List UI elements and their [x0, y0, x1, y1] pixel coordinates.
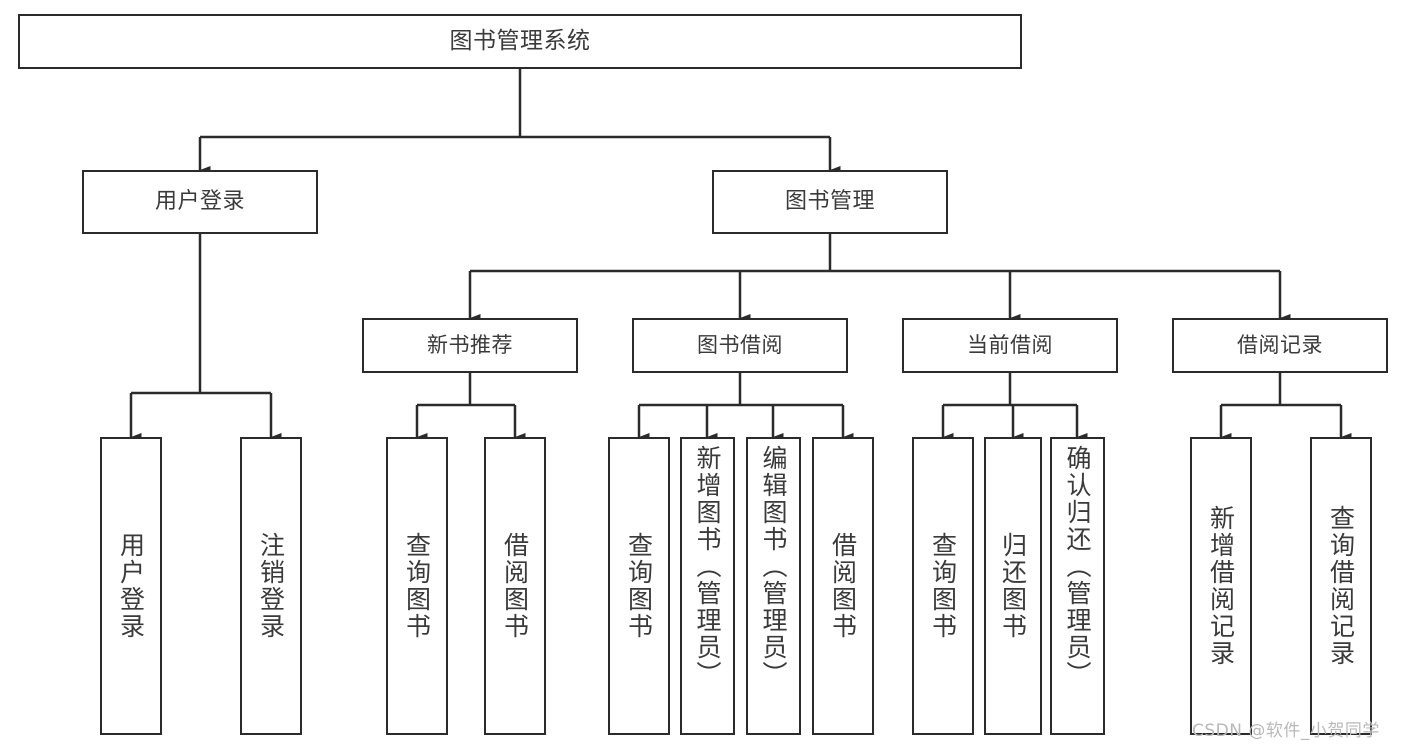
node-user-login[interactable]: 用户登录: [82, 170, 318, 234]
leaf-node-leaf-return-book[interactable]: 归还图书: [984, 437, 1042, 735]
node-label: 借阅记录: [1237, 332, 1323, 357]
node-label: 查询图书: [402, 532, 432, 640]
node-label: 图书借阅: [697, 332, 783, 357]
leaf-node-leaf-query-record[interactable]: 查询借阅记录: [1310, 437, 1372, 735]
node-label: 新增借阅记录: [1206, 505, 1236, 667]
node-label: 图书管理系统: [449, 27, 591, 54]
node-label: 查询图书: [624, 532, 654, 640]
node-label: 图书管理: [784, 188, 875, 214]
node-label: 用户登录: [154, 188, 245, 214]
leaf-node-leaf-confirm-return[interactable]: 确认归还（管理员）: [1050, 437, 1105, 735]
leaf-node-leaf-borrow-book-1[interactable]: 借阅图书: [484, 437, 546, 735]
node-borrow-record[interactable]: 借阅记录: [1172, 318, 1388, 373]
leaf-node-leaf-query-book-2[interactable]: 查询图书: [608, 437, 670, 735]
node-label: 当前借阅: [967, 332, 1053, 357]
node-label: 新书推荐: [427, 332, 513, 357]
leaf-node-leaf-borrow-book-2[interactable]: 借阅图书: [812, 437, 874, 735]
leaf-node-leaf-add-record[interactable]: 新增借阅记录: [1190, 437, 1252, 735]
node-label: 用户登录: [116, 532, 146, 640]
leaf-node-leaf-user-login[interactable]: 用户登录: [100, 437, 162, 735]
node-label: 查询图书: [928, 532, 958, 640]
node-label: 归还图书: [998, 532, 1028, 640]
node-label: 查询借阅记录: [1326, 505, 1356, 667]
node-new-book-rec[interactable]: 新书推荐: [362, 318, 578, 373]
leaf-node-leaf-add-book-admin[interactable]: 新增图书（管理员）: [680, 437, 735, 735]
node-book-borrow[interactable]: 图书借阅: [632, 318, 848, 373]
node-label: 确认归还（管理员）: [1063, 445, 1092, 688]
node-label: 借阅图书: [500, 532, 530, 640]
leaf-node-leaf-user-logout[interactable]: 注销登录: [240, 437, 302, 735]
leaf-node-leaf-query-book-3[interactable]: 查询图书: [912, 437, 974, 735]
node-label: 新增图书（管理员）: [693, 445, 722, 688]
leaf-node-leaf-query-book-1[interactable]: 查询图书: [386, 437, 448, 735]
node-label: 编辑图书（管理员）: [759, 445, 788, 688]
node-label: 注销登录: [256, 532, 286, 640]
node-root[interactable]: 图书管理系统: [18, 14, 1022, 69]
node-book-manage[interactable]: 图书管理: [712, 170, 948, 234]
leaf-node-leaf-edit-book-admin[interactable]: 编辑图书（管理员）: [746, 437, 801, 735]
node-current-borrow[interactable]: 当前借阅: [902, 318, 1118, 373]
node-label: 借阅图书: [828, 532, 858, 640]
